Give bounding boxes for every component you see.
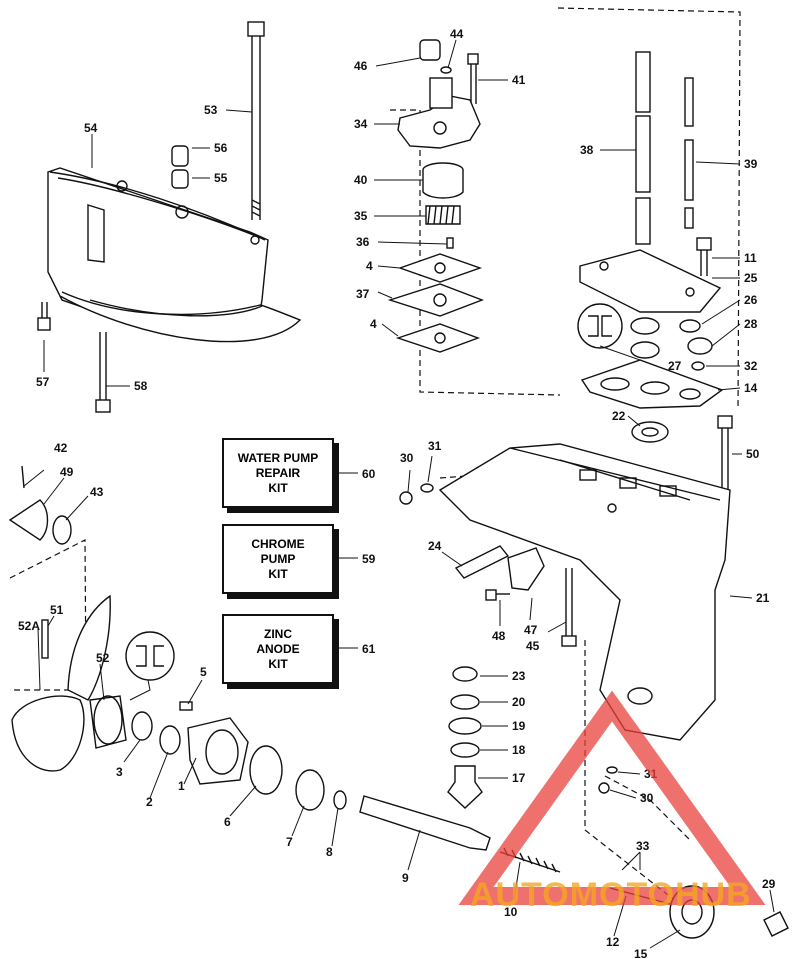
screw-30-top [399,483,434,505]
callout-52a: 52A [18,619,40,633]
exhaust-housing-54 [47,167,302,343]
callout-5: 5 [200,665,207,679]
callout-19: 19 [512,719,526,733]
callout-labels: 53 54 56 55 57 58 46 44 41 34 40 35 36 4… [18,27,776,959]
callout-51: 51 [50,603,64,617]
drive-shaft-38 [635,51,651,245]
callout-52: 52 [96,651,110,665]
gearcase-21 [438,443,731,741]
callout-61: 61 [362,642,376,656]
leader-lines [23,39,775,949]
callout-56: 56 [214,141,228,155]
callout-9: 9 [402,871,409,885]
callout-45: 45 [526,639,540,653]
seal-22 [631,421,669,443]
plate-25 [579,249,722,313]
propeller-shaft-9 [359,795,491,851]
callout-35: 35 [354,209,368,223]
chrome-pump-kit: CHROME PUMP KIT [222,524,334,594]
callout-59: 59 [362,552,376,566]
propeller-52 [11,594,127,772]
callout-50: 50 [746,447,760,461]
callout-24: 24 [428,539,442,553]
callout-47: 47 [524,623,538,637]
bolt-50 [717,415,733,490]
bolt-53 [247,21,265,220]
callout-31-top: 31 [428,439,442,453]
screw-11 [696,237,712,276]
callout-43: 43 [90,485,104,499]
screw-57 [37,302,51,331]
callout-46: 46 [354,59,368,73]
callout-14: 14 [744,381,758,395]
part-29 [763,911,789,937]
callout-20: 20 [512,695,526,709]
screw-30-lower [598,766,618,794]
callout-6: 6 [224,815,231,829]
watermark-part2: HUB [675,876,752,914]
callout-55: 55 [214,171,228,185]
callout-40: 40 [354,173,368,187]
callout-27: 27 [668,359,682,373]
callout-3: 3 [116,765,123,779]
callout-25: 25 [744,271,758,285]
callout-18: 18 [512,743,526,757]
bolt-45 [561,568,577,647]
callout-8: 8 [326,845,333,859]
grommets-55-56 [171,145,189,189]
callout-42: 42 [54,441,68,455]
callout-21: 21 [756,591,770,605]
water-pump-parts [387,39,484,353]
callout-44: 44 [450,27,464,41]
water-pump-repair-kit: WATER PUMP REPAIR KIT [222,438,334,508]
callout-17: 17 [512,771,526,785]
watermark-text: AUTOMOTOHUB [470,876,752,915]
watermark-logo [458,690,766,905]
callout-58: 58 [134,379,148,393]
callout-30-lower: 30 [640,791,654,805]
pinion-stack [447,666,483,809]
callout-39: 39 [744,157,758,171]
callout-26: 26 [744,293,758,307]
assembly-boundaries [9,7,741,921]
callout-23: 23 [512,669,526,683]
callout-28: 28 [744,317,758,331]
pin-51 [41,619,49,659]
callout-38: 38 [580,143,594,157]
callout-36: 36 [356,235,370,249]
callout-49: 49 [60,465,74,479]
callout-15: 15 [634,947,648,959]
callout-32: 32 [744,359,758,373]
bearings-1-2-3 [125,631,347,811]
callout-34: 34 [354,117,368,131]
cone-49 [8,465,72,545]
callout-30-top: 30 [400,451,414,465]
callout-22: 22 [612,409,626,423]
zinc-anode-kit: ZINC ANODE KIT [222,614,334,684]
callout-12: 12 [606,935,620,949]
callout-53: 53 [204,103,218,117]
bolt-58 [95,332,111,413]
callout-4-bottom: 4 [370,317,377,331]
callout-48: 48 [492,629,506,643]
watermark-part1: AUTOMOTO [470,876,676,914]
shift-parts [454,545,545,601]
seals-bearings [577,303,713,371]
callout-7: 7 [286,835,293,849]
callout-37: 37 [356,287,370,301]
callout-10: 10 [504,905,518,919]
callout-54: 54 [84,121,98,135]
shift-rod-39 [684,77,694,229]
callout-33: 33 [636,839,650,853]
callout-2: 2 [146,795,153,809]
callout-4-top: 4 [366,259,373,273]
callout-60: 60 [362,467,376,481]
callout-29: 29 [762,877,776,891]
callout-1: 1 [178,779,185,793]
callout-41: 41 [512,73,526,87]
callout-11: 11 [744,251,757,265]
callout-57: 57 [36,375,50,389]
